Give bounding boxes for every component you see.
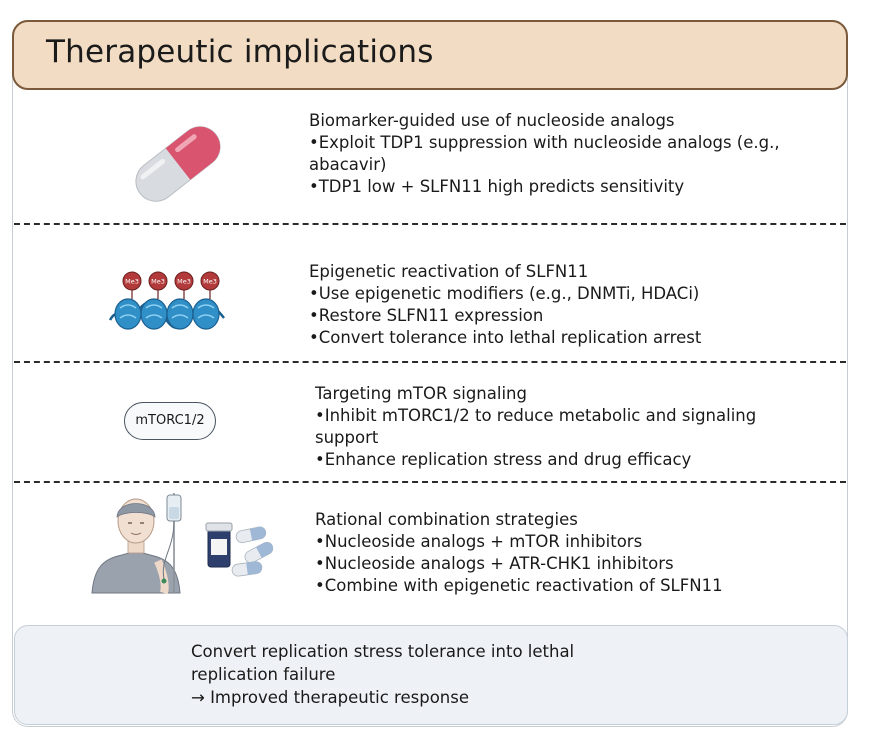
summary-line: Convert replication stress tolerance int… [191, 642, 575, 661]
section-epigenetic-text: Epigenetic reactivation of SLFN11 •Use e… [309, 261, 701, 349]
patient-iv-drip-icon [91, 493, 274, 594]
bullet-item: •Nucleoside analogs + ATR-CHK1 inhibitor… [315, 554, 674, 573]
methylated-nucleosome-icon: Me3 Me3 Me3 Me3 [108, 271, 225, 330]
mtorc-badge: mTORC1/2 [124, 402, 216, 440]
section-mtor-text: Targeting mTOR signaling •Inhibit mTORC1… [315, 383, 756, 471]
bullet-item: abacavir) [309, 155, 387, 174]
bullet-item: •Restore SLFN11 expression [309, 306, 544, 325]
bullet-item: support [315, 428, 379, 447]
summary-box: Convert replication stress tolerance int… [14, 625, 848, 725]
figure-title: Therapeutic implications [46, 34, 434, 70]
methyl-label: Me3 [151, 278, 165, 286]
bullet-item: •Nucleoside analogs + mTOR inhibitors [315, 532, 643, 551]
section-heading: Rational combination strategies [315, 510, 578, 529]
summary-line: → Improved therapeutic response [191, 688, 470, 707]
section-divider [14, 481, 846, 483]
bullet-item: •TDP1 low + SLFN11 high predicts sensiti… [309, 177, 685, 196]
section-heading: Biomarker-guided use of nucleoside analo… [309, 111, 675, 130]
section-combination-text: Rational combination strategies •Nucleos… [315, 509, 723, 597]
bullet-item: •Enhance replication stress and drug eff… [315, 450, 692, 469]
figure-frame [12, 20, 848, 727]
bullet-item: •Combine with epigenetic reactivation of… [315, 576, 723, 595]
summary-text: Convert replication stress tolerance int… [191, 640, 574, 709]
section-divider [14, 361, 846, 363]
section-heading: Targeting mTOR signaling [315, 384, 527, 403]
capsule-icon [135, 126, 221, 202]
bullet-item: •Inhibit mTORC1/2 to reduce metabolic an… [315, 406, 757, 425]
bullet-item: •Convert tolerance into lethal replicati… [309, 328, 702, 347]
bullet-item: •Exploit TDP1 suppression with nucleosid… [309, 133, 780, 152]
summary-line: replication failure [191, 665, 336, 684]
methyl-label: Me3 [203, 278, 217, 286]
methyl-label: Me3 [125, 278, 139, 286]
section-divider [14, 223, 846, 225]
bullet-item: •Use epigenetic modifiers (e.g., DNMTi, … [309, 284, 700, 303]
title-bar: Therapeutic implications [12, 20, 848, 90]
section-heading: Epigenetic reactivation of SLFN11 [309, 262, 589, 281]
methyl-label: Me3 [177, 278, 191, 286]
section-biomarker-text: Biomarker-guided use of nucleoside analo… [309, 110, 780, 198]
